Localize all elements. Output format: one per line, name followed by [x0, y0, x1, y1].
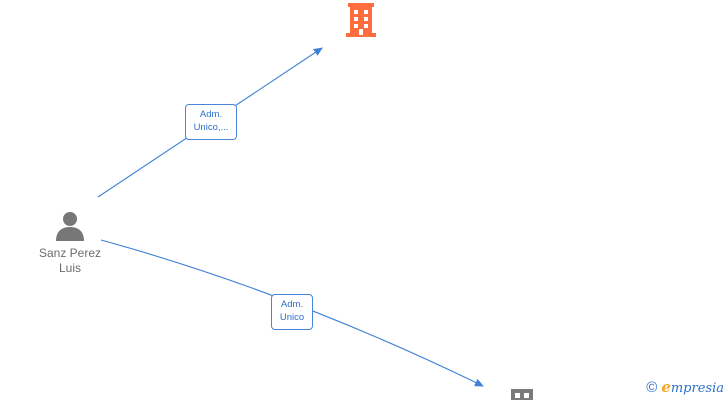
company-node-bottom[interactable] — [508, 388, 536, 400]
person-name-line1: Sanz Perez — [38, 246, 102, 260]
brand-logo: empresia — [661, 378, 724, 398]
edge-label-top[interactable]: Adm. Unico,... — [185, 104, 237, 140]
watermark: © empresia — [646, 378, 724, 398]
building-icon — [511, 389, 533, 400]
person-icon — [56, 212, 84, 241]
person-name-line2: Luis — [58, 261, 81, 275]
edge-label-top-line2: Unico,... — [193, 122, 229, 133]
edge-label-top-line1: Adm. — [199, 109, 223, 120]
edge-label-bottom-line2: Unico — [279, 312, 305, 323]
copyright-icon: © — [646, 379, 658, 396]
company-node-top[interactable] — [343, 2, 379, 38]
brand-logo-initial: e — [661, 378, 671, 396]
edge-label-bottom[interactable]: Adm. Unico — [271, 294, 313, 330]
brand-logo-rest: mpresia — [670, 381, 724, 396]
building-icon — [346, 3, 376, 37]
person-node[interactable]: Sanz Perez Luis — [30, 210, 110, 276]
edge-label-bottom-line1: Adm. — [280, 299, 304, 310]
